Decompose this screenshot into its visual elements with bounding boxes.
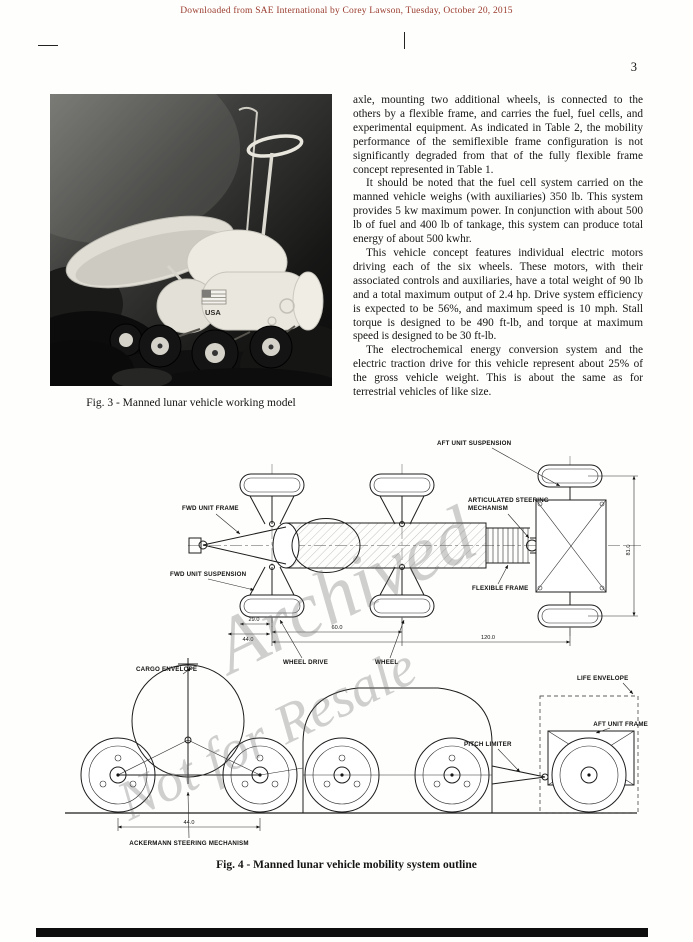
label-life-envelope: LIFE ENVELOPE	[577, 675, 628, 682]
plan-dimensions: 81.0 60.0 120.0 29.0 44.0	[228, 475, 638, 646]
wheel-side	[551, 737, 627, 813]
crop-mark-left	[38, 45, 58, 46]
label-ackermann-steering: ACKERMANN STEERING MECHANISM	[129, 840, 248, 847]
paragraph: The electrochemical energy conversion sy…	[353, 344, 643, 399]
label-fwd-unit-suspension: FWD UNIT SUSPENSION	[170, 571, 247, 578]
steering-wheel	[246, 134, 304, 247]
usa-flag-text: USA	[205, 308, 221, 317]
foreground-rocks	[50, 340, 332, 386]
label-pitch-limiter: PITCH LIMITER	[464, 741, 512, 748]
fig3-caption: Fig. 3 - Manned lunar vehicle working mo…	[86, 397, 296, 409]
crop-mark-center	[404, 32, 405, 49]
label-aft-unit-frame: AFT UNIT FRAME	[593, 721, 648, 728]
wheel-plan	[239, 594, 305, 618]
wheel-plan	[369, 594, 435, 618]
wheel-plan	[239, 473, 305, 497]
dim-b: 44.0	[243, 637, 254, 643]
dim-overall-width: 81.0	[626, 545, 632, 556]
label-articulated-steering-1: ARTICULATED STEERING	[468, 497, 549, 504]
figure4-block: 81.0 60.0 120.0 29.0 44.0 AFT UNIT SUSPE…	[40, 428, 653, 871]
fig3-photo-frame: USA	[50, 94, 332, 386]
paragraph: This vehicle concept features individual…	[353, 246, 643, 343]
cab-envelope	[259, 687, 493, 813]
side-view: 44.0 CARGO ENVELOPE PITCH LIMITER LIFE E…	[65, 658, 648, 847]
two-column-layout: USA	[50, 94, 643, 409]
plan-labels: AFT UNIT SUSPENSION ARTICULATED STEERING…	[170, 440, 561, 666]
wheel-plan	[369, 473, 435, 497]
wheel	[249, 325, 293, 369]
fig3-photo: USA	[50, 94, 332, 386]
life-envelope-outline	[539, 695, 639, 814]
side-labels: CARGO ENVELOPE PITCH LIMITER LIFE ENVELO…	[129, 666, 648, 847]
antenna-mast	[238, 106, 258, 245]
plan-flexible-frame	[486, 527, 530, 564]
label-flexible-frame: FLEXIBLE FRAME	[472, 585, 528, 592]
scan-edge-bar	[36, 928, 648, 937]
label-cargo-envelope: CARGO ENVELOPE	[136, 666, 197, 673]
plan-fwd-frame	[188, 526, 287, 565]
cargo-sphere	[117, 658, 261, 784]
wheel	[191, 329, 239, 377]
dim-c: 44.0	[184, 820, 195, 826]
dim-a: 29.0	[249, 617, 260, 623]
label-wheel-drive: WHEEL DRIVE	[283, 659, 328, 666]
wheel	[109, 323, 143, 357]
dim-track: 60.0	[332, 625, 343, 631]
figure3-column: USA	[50, 94, 332, 409]
body-text-column: axle, mounting two additional wheels, is…	[353, 94, 643, 409]
plan-center-body	[272, 518, 487, 573]
paragraph: axle, mounting two additional wheels, is…	[353, 94, 643, 176]
download-watermark-notice: Downloaded from SAE International by Cor…	[180, 6, 513, 16]
plan-wheels	[239, 464, 603, 628]
side-aft-unit	[539, 695, 639, 814]
usa-flag: USA	[201, 289, 227, 317]
lunar-vehicle-model: USA	[50, 106, 332, 386]
pitch-limiter-link	[491, 765, 549, 785]
paragraph: It should be noted that the fuel cell sy…	[353, 177, 643, 246]
page-number: 3	[630, 60, 637, 74]
plan-aft-unit	[535, 499, 607, 593]
dim-wheelbase: 120.0	[481, 635, 495, 641]
plan-view: 81.0 60.0 120.0 29.0 44.0 AFT UNIT SUSPE…	[170, 440, 642, 666]
wheel	[138, 324, 182, 368]
label-wheel: WHEEL	[375, 659, 398, 666]
fig4-caption: Fig. 4 - Manned lunar vehicle mobility s…	[216, 859, 477, 871]
fig4-drawing: 81.0 60.0 120.0 29.0 44.0 AFT UNIT SUSPE…	[65, 440, 648, 847]
model-wheels	[109, 323, 293, 377]
label-aft-unit-suspension: AFT UNIT SUSPENSION	[437, 440, 512, 447]
label-fwd-unit-frame: FWD UNIT FRAME	[182, 505, 239, 512]
label-articulated-steering-2: MECHANISM	[468, 505, 508, 512]
vehicle-body	[156, 229, 324, 334]
